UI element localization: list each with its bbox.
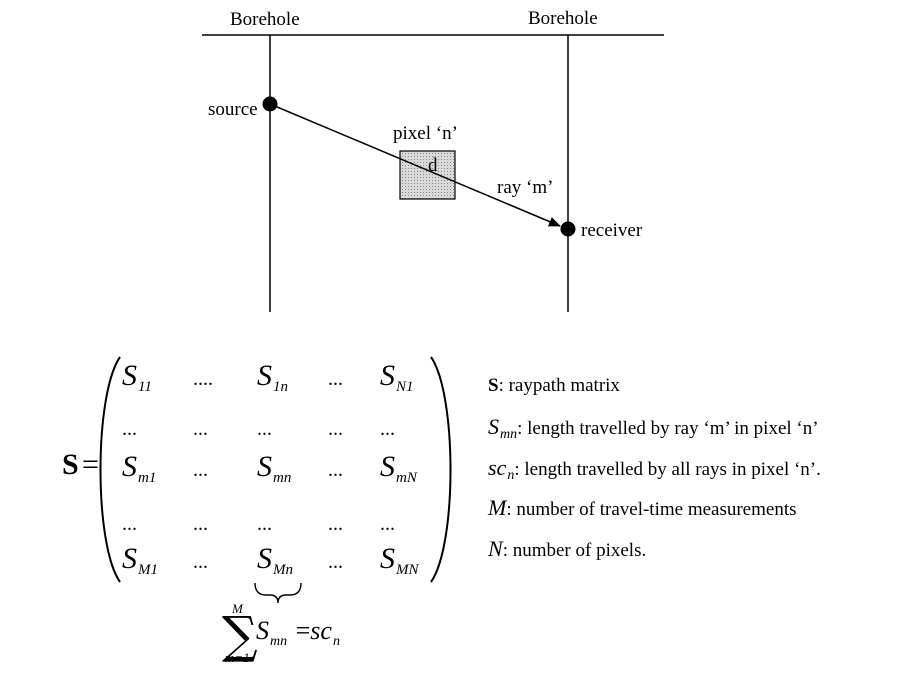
receiver-point — [560, 221, 576, 237]
ray-arrow — [269, 103, 561, 227]
matrix-element-subscript: m1 — [138, 470, 157, 486]
matrix-name: S — [62, 448, 79, 481]
matrix-element-subscript: M1 — [138, 562, 158, 578]
matrix-element: S11 — [122, 359, 152, 395]
matrix-element-base: S — [380, 359, 395, 392]
legend-item: scn: length travelled by all rays in pix… — [488, 455, 821, 483]
matrix-ellipsis: ... — [328, 459, 343, 481]
sum-equals: = — [295, 616, 311, 645]
receiver-label: receiver — [581, 220, 643, 241]
matrix-element-base: S — [257, 359, 272, 392]
legend-symbol-subscript: n — [507, 468, 515, 483]
matrix-ellipsis: ... — [193, 459, 208, 481]
source-point — [262, 96, 278, 112]
borehole-left-label: Borehole — [230, 9, 300, 30]
underbrace — [254, 582, 302, 604]
pixel-label: pixel ‘n’ — [393, 123, 458, 144]
source-label: source — [208, 99, 258, 120]
matrix-element-subscript: 11 — [138, 379, 152, 395]
matrix-element: SM1 — [122, 542, 158, 578]
matrix-element-subscript: mN — [396, 470, 417, 486]
matrix-ellipsis: ... — [257, 513, 272, 535]
legend-item: N: number of pixels. — [488, 536, 647, 561]
ray-label: ray ‘m’ — [497, 177, 554, 198]
sum-term-sub: mn — [270, 634, 288, 649]
matrix-ellipsis: ... — [328, 551, 343, 573]
legend-symbol: S — [488, 414, 499, 439]
left-paren — [99, 356, 121, 583]
matrix-ellipsis: ... — [193, 513, 208, 535]
legend-description: : number of pixels. — [502, 540, 647, 561]
matrix-ellipsis: ... — [257, 418, 272, 440]
legend-symbol: S — [488, 375, 499, 396]
legend-item: Smn: length travelled by ray ‘m’ in pixe… — [488, 414, 819, 442]
legend-item: M: number of travel-time measurements — [488, 495, 797, 520]
matrix-equals-sign: = — [82, 448, 99, 481]
matrix-element-base: S — [257, 542, 272, 575]
borehole-right-label: Borehole — [528, 8, 598, 29]
matrix-element-base: S — [122, 450, 137, 483]
matrix-element-subscript: 1n — [273, 379, 288, 395]
legend-item: S: raypath matrix — [488, 376, 620, 395]
matrix-ellipsis: ... — [193, 418, 208, 440]
matrix-element: S1n — [257, 359, 288, 395]
sum-term-base: S — [256, 616, 269, 645]
borehole-diagram — [202, 34, 664, 312]
matrix-element: SmN — [380, 450, 417, 486]
legend-symbol-subscript: mn — [500, 427, 518, 442]
legend-description: : length travelled by ray ‘m’ in pixel ‘… — [517, 418, 819, 439]
matrix-element: SMN — [380, 542, 419, 578]
matrix-ellipsis: ... — [328, 418, 343, 440]
matrix-element-subscript: mn — [273, 470, 292, 486]
matrix-element: SN1 — [380, 359, 414, 395]
matrix-ellipsis: ... — [380, 513, 395, 535]
legend-description: : raypath matrix — [498, 375, 620, 396]
sum-upper-limit: M — [232, 601, 243, 616]
matrix-element-base: S — [380, 542, 395, 575]
matrix-element: Sm1 — [122, 450, 156, 486]
matrix-ellipsis: .... — [193, 368, 213, 390]
sum-lower-limit: m=1 — [225, 650, 250, 665]
matrix-element-subscript: N1 — [396, 379, 414, 395]
matrix-element-base: S — [122, 359, 137, 392]
sum-result-sub: n — [332, 634, 340, 649]
right-paren — [430, 356, 452, 583]
pixel-square — [399, 150, 456, 200]
matrix-element-subscript: Mn — [273, 562, 293, 578]
matrix-element-base: S — [122, 542, 137, 575]
matrix-ellipsis: ... — [328, 368, 343, 390]
matrix-ellipsis: ... — [122, 513, 137, 535]
legend-symbol: N — [488, 536, 503, 561]
sum-term: Smn =scn — [256, 616, 340, 649]
matrix-element-base: S — [380, 450, 395, 483]
sum-sigma: ∑ — [222, 606, 258, 664]
legend-description: : length travelled by all rays in pixel … — [514, 459, 821, 480]
matrix-element: SMn — [257, 542, 293, 578]
matrix-ellipsis: ... — [122, 418, 137, 440]
sum-result-base: sc — [310, 616, 332, 645]
legend-symbol: M — [488, 495, 507, 520]
pixel-inner-label: d — [428, 155, 438, 176]
matrix-element-subscript: MN — [396, 562, 419, 578]
matrix-element-base: S — [257, 450, 272, 483]
matrix-ellipsis: ... — [328, 513, 343, 535]
matrix-ellipsis: ... — [380, 418, 395, 440]
matrix-element: Smn — [257, 450, 291, 486]
matrix-ellipsis: ... — [193, 551, 208, 573]
legend-symbol: sc — [488, 455, 507, 480]
legend-description: : number of travel-time measurements — [506, 499, 797, 520]
